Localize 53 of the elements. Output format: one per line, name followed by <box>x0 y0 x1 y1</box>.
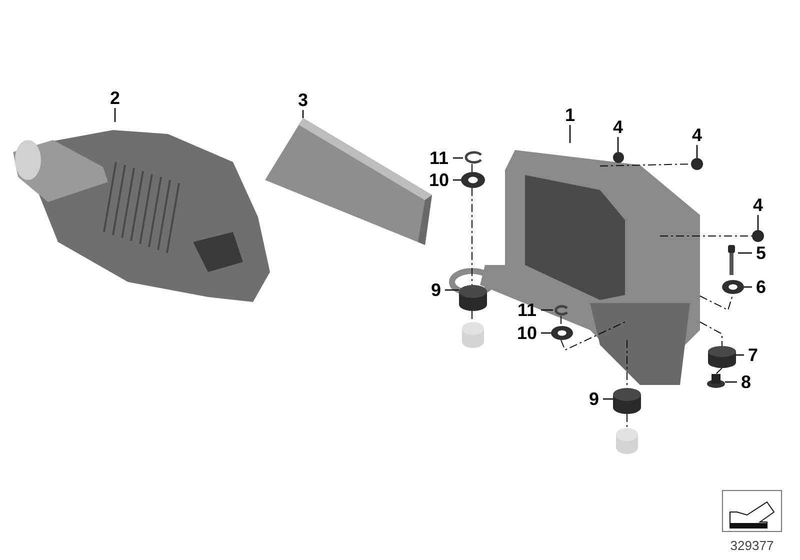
callout-number: 3 <box>293 90 313 110</box>
washer-drawing <box>722 280 744 294</box>
center-line <box>626 414 628 428</box>
grommet-drawing <box>708 346 736 368</box>
callout-number: 10 <box>425 170 453 190</box>
center-line <box>700 294 734 311</box>
leader-line <box>569 125 571 143</box>
leader-line <box>725 381 737 383</box>
ring-drawing <box>461 172 485 188</box>
callout-number: 11 <box>425 148 453 168</box>
center-line <box>700 322 722 346</box>
screw-drawing <box>707 374 725 388</box>
callout-number: 6 <box>752 277 770 297</box>
ring-drawing <box>551 326 573 340</box>
callout-number: 10 <box>513 323 541 343</box>
screw-drawing <box>613 152 624 163</box>
callout-number: 1 <box>560 105 580 125</box>
screw-drawing <box>691 158 703 170</box>
leader-line <box>541 309 553 311</box>
center-line <box>716 368 722 374</box>
callout-number: 11 <box>513 300 541 320</box>
leader-line <box>603 398 613 400</box>
leader-line <box>617 137 619 152</box>
callout-number: 4 <box>749 195 767 215</box>
center-line <box>560 322 626 351</box>
clip-drawing <box>553 304 569 316</box>
leader-line <box>541 332 551 334</box>
screw-drawing <box>752 230 764 242</box>
clip-drawing <box>463 150 483 164</box>
grommet-drawing <box>459 285 487 311</box>
leader-line <box>302 110 304 118</box>
diagram-number: 329377 <box>729 537 775 555</box>
callout-number: 9 <box>427 280 445 300</box>
leader-line <box>736 354 744 356</box>
grommet-drawing <box>613 388 641 414</box>
leader-line <box>757 215 759 230</box>
leader-line <box>738 252 752 254</box>
leader-line <box>744 286 752 288</box>
leader-line <box>696 145 698 158</box>
callout-number: 4 <box>609 117 627 137</box>
center-line <box>560 316 562 326</box>
callout-number: 4 <box>688 125 706 145</box>
leader-line <box>453 179 461 181</box>
leader-line <box>445 289 459 291</box>
pin-drawing <box>616 428 638 454</box>
callout-number: 5 <box>752 243 770 263</box>
pin-drawing <box>462 322 484 348</box>
callout-number: 7 <box>744 345 762 365</box>
callout-number: 2 <box>105 88 125 108</box>
leader-line <box>114 108 116 122</box>
callout-number: 9 <box>585 389 603 409</box>
callout-number: 8 <box>737 372 755 392</box>
leader-line <box>453 157 463 159</box>
